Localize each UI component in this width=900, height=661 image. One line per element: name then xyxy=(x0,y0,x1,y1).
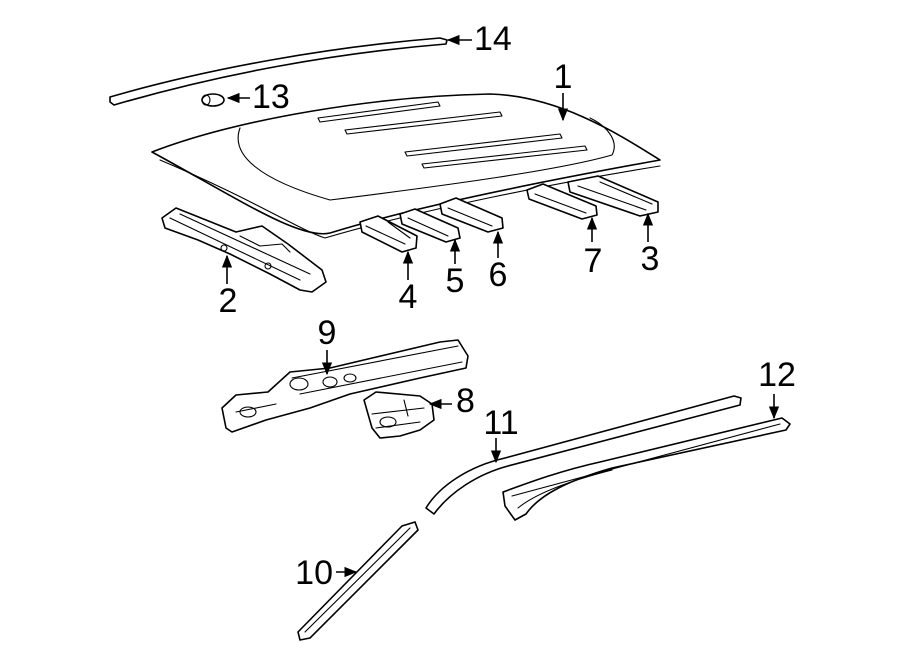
part-5-roof-bow xyxy=(399,208,461,243)
callout-2: 2 xyxy=(219,282,238,320)
callout-13: 13 xyxy=(252,78,290,116)
part-3-roof-bow xyxy=(567,175,659,217)
callout-11: 11 xyxy=(483,404,518,442)
part-6-roof-bow xyxy=(439,197,504,233)
callout-7: 7 xyxy=(584,242,603,280)
callout-1: 1 xyxy=(554,58,573,96)
part-12-side-rail-outer xyxy=(502,417,791,521)
part-1-roof-panel xyxy=(151,93,661,239)
part-2-front-header xyxy=(161,207,327,293)
part-7-roof-bow xyxy=(526,183,598,220)
part-14-roof-molding xyxy=(109,37,448,106)
callout-6: 6 xyxy=(489,256,508,294)
callout-14: 14 xyxy=(474,20,512,58)
callout-9: 9 xyxy=(318,314,337,352)
callout-12: 12 xyxy=(758,356,796,394)
callout-labels: 1 2 3 4 5 6 7 8 9 10 11 12 13 14 xyxy=(219,20,796,592)
part-11-drip-molding xyxy=(425,395,742,515)
callout-8: 8 xyxy=(456,382,475,420)
part-9-side-rail xyxy=(221,339,469,433)
callout-3: 3 xyxy=(641,240,660,278)
leader-arrows xyxy=(221,34,780,578)
part-13-clip xyxy=(201,93,225,107)
callout-4: 4 xyxy=(399,278,418,316)
part-4-roof-bow xyxy=(359,215,418,253)
part-10-pillar-molding xyxy=(297,521,419,641)
callout-10: 10 xyxy=(295,554,333,592)
part-8-bracket xyxy=(363,391,435,439)
callout-5: 5 xyxy=(446,262,465,300)
